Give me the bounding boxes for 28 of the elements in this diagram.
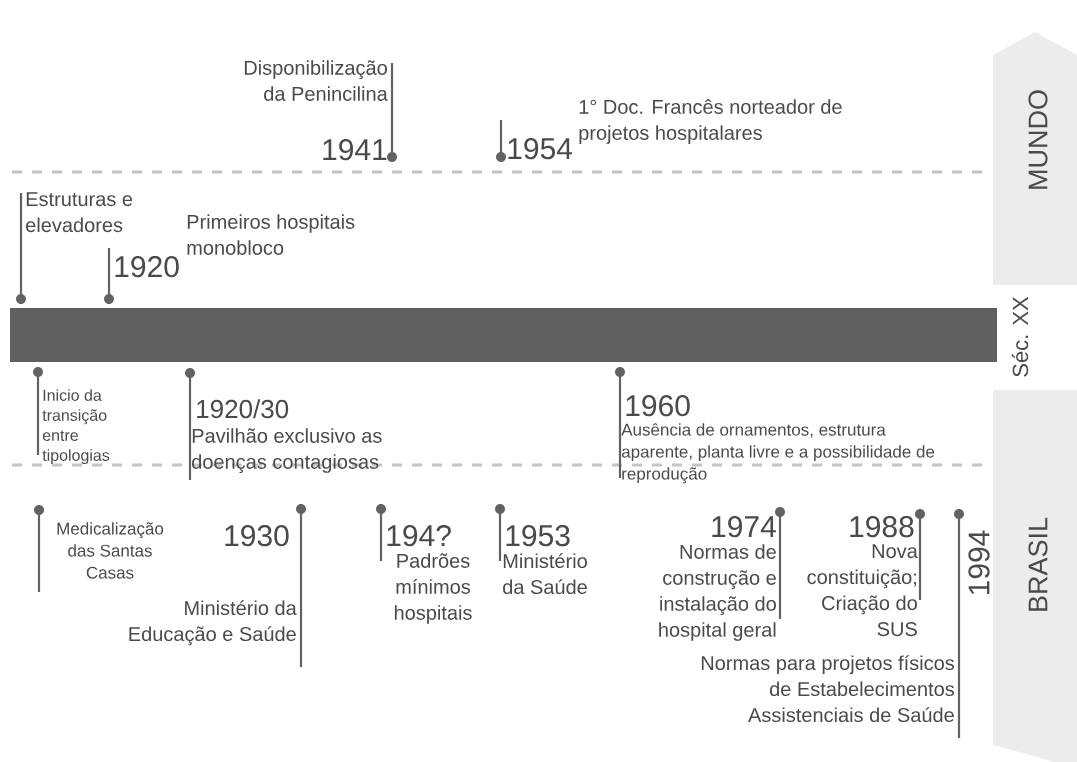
event-text: Normas de construção e instalação do hospital geral (659, 544, 776, 641)
event-text: Medicalização das Santas Casas (57, 522, 164, 579)
event-text: Ausência de ornamentos, estrutura aparente, planta livre e a possibilidade de reprodução (621, 423, 935, 484)
year-label: 1930 (225, 525, 289, 547)
year-label: 1920 (115, 256, 179, 278)
event-text: Estruturas e elevadores (26, 192, 133, 233)
event-text: Disponibilização da Penincilina (244, 60, 388, 101)
event-text: Normas para projetos físicos de Estabelecimentos Assistenciais de Saúde (701, 655, 955, 723)
event-text: Primeiros hospitais monobloco (187, 214, 355, 255)
event-text: Inicio da transição entre tipologias (42, 389, 110, 465)
event-text: Padrões mínimos hospitais (394, 553, 472, 624)
timeline-bar: Séc. XX (10, 296, 1029, 377)
year-label: 194? (387, 525, 451, 547)
year-label: 1960 (626, 395, 690, 417)
event-text: 1° Doc. Francês norteador de projetos hospitalares (579, 99, 842, 144)
year-label: 1988 (850, 516, 914, 538)
event-text: Nova constituição; Criação do SUS (807, 544, 918, 637)
year-label: 1941 (323, 139, 387, 161)
year-label: 1954 (508, 138, 573, 160)
node-label: Séc. XX (1011, 296, 1029, 377)
side-band: BRASIL (993, 390, 1077, 762)
event-text: Ministério da Educação e Saúde (129, 600, 297, 646)
event-text: Ministério da Saúde (503, 553, 587, 595)
event-text: Pavilhão exclusivo as doenças contagiosas (192, 428, 382, 473)
year-label: 1920/30 (197, 399, 289, 419)
side-band: MUNDO (993, 32, 1077, 285)
year-label: 1953 (506, 525, 570, 547)
year-label: 1974 (712, 516, 776, 538)
